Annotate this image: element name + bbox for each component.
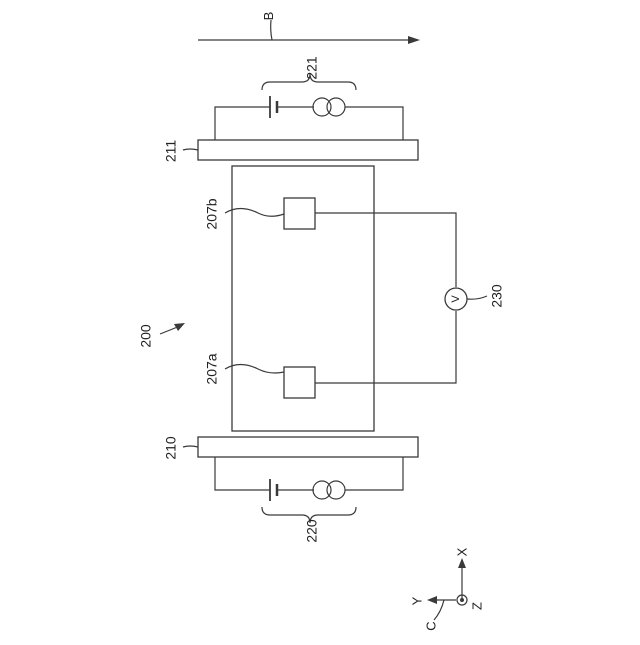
axis-z-label: Z	[469, 602, 484, 610]
axis-c-label: C	[423, 621, 438, 630]
label-221: 221	[304, 56, 320, 80]
label-210: 210	[163, 436, 179, 460]
label-200: 200	[138, 324, 154, 348]
figure-reference: 200	[138, 323, 185, 348]
voltmeter: V 230	[445, 284, 505, 310]
top-power-source: 221	[215, 56, 403, 140]
label-207a: 207a	[204, 353, 220, 384]
label-207b: 207b	[204, 198, 220, 229]
direction-arrow-b: B	[198, 12, 420, 44]
label-220: 220	[304, 519, 320, 543]
label-211: 211	[163, 140, 179, 163]
coordinate-axes: X Y Z C	[409, 547, 484, 630]
label-b: B	[261, 12, 276, 21]
voltmeter-symbol: V	[450, 295, 462, 303]
top-electrode: 211	[163, 140, 418, 163]
axis-y-label: Y	[409, 596, 424, 605]
bottom-electrode: 210	[163, 436, 418, 460]
bottom-power-source: 220	[215, 457, 403, 543]
axis-x-label: X	[454, 547, 469, 556]
label-230: 230	[489, 284, 505, 308]
